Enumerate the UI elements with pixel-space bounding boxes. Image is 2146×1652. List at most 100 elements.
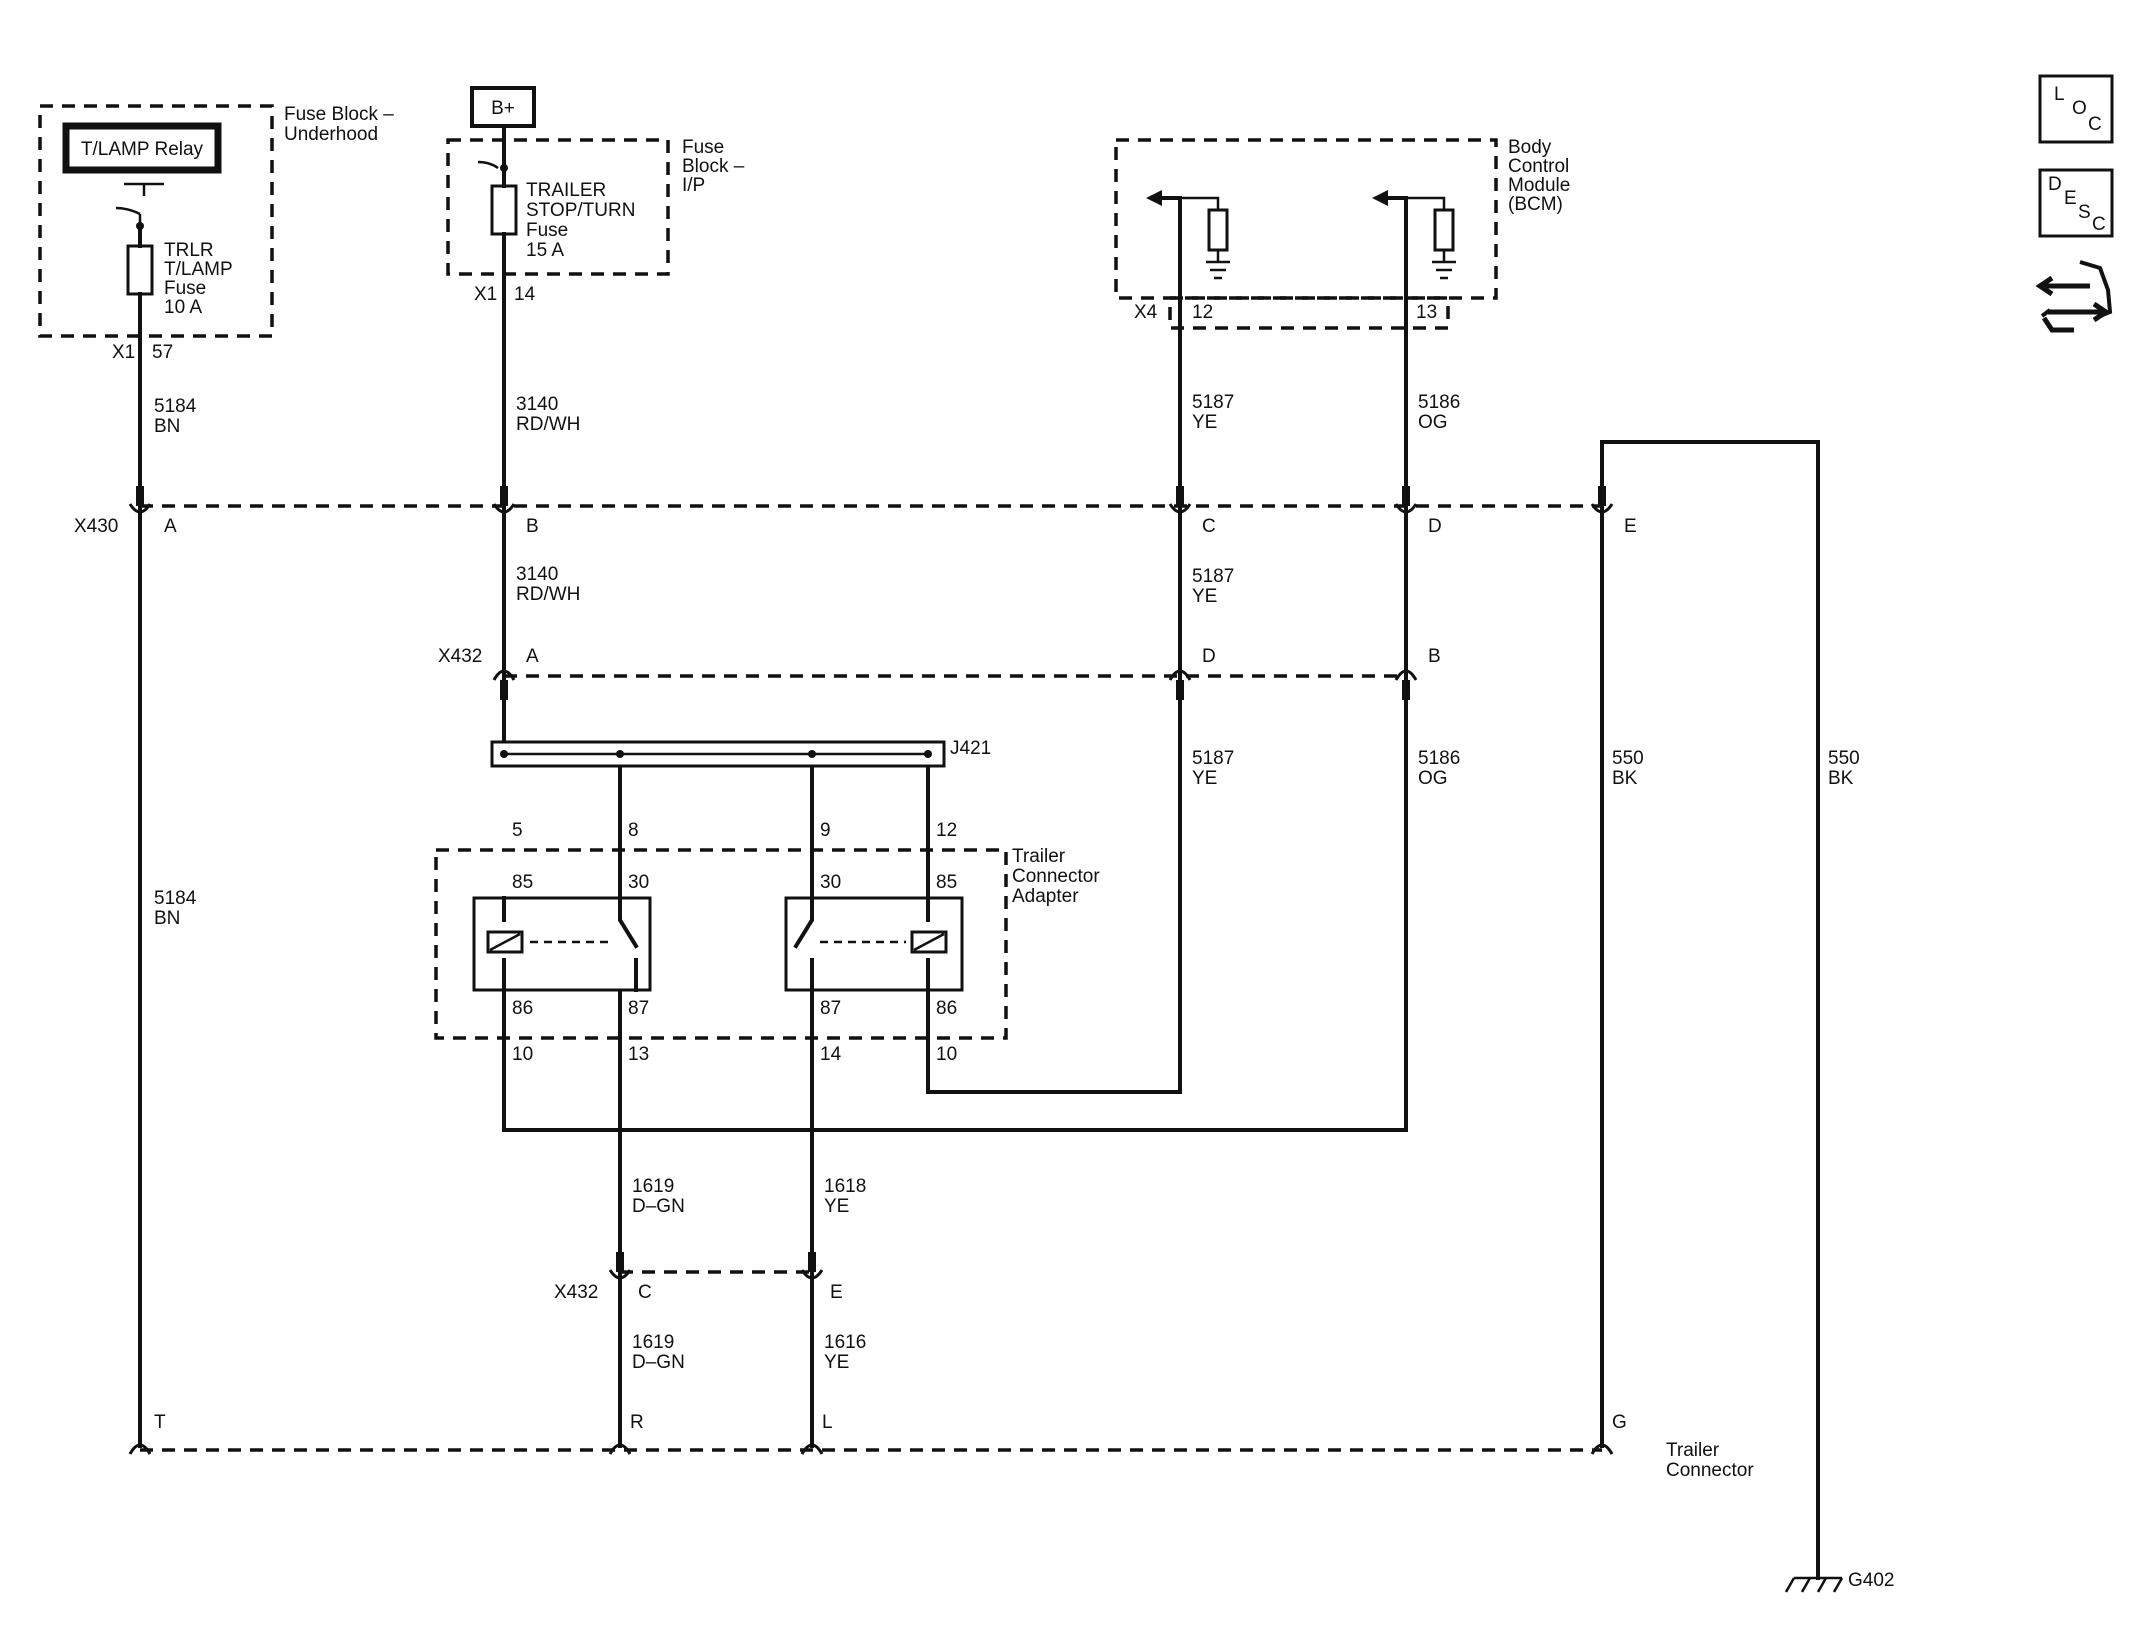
connector-x432-upper: X432 A D B [438,646,1441,700]
ground-g402: G402 [1784,1570,1894,1593]
connector-x432-lower: X432 C E [554,1252,843,1303]
w550-circuit-1: 550 [1612,748,1644,769]
x432-upper-pin-d: D [1202,646,1216,667]
adapter-pin-10a: 10 [512,1044,533,1065]
adapter-pin-5: 5 [512,820,523,841]
loc-letter-l: L [2054,84,2065,105]
x1-ip-pin: 14 [514,284,536,305]
w1619-circuit-2: 1619 [632,1332,674,1353]
x430-pin-d: D [1428,516,1442,537]
w5184-color-1: BN [154,416,180,437]
w5186-circuit-1: 5186 [1418,392,1460,413]
wire-runs [138,124,1820,1580]
x432-upper-pin-a: A [526,646,539,667]
relay1-pin-85: 85 [512,872,533,893]
adapter-label-3: Adapter [1012,886,1079,907]
trailer-stop-turn-fuse-label-1: TRAILER [526,180,606,201]
w1616-circuit: 1616 [824,1332,866,1353]
adapter-label-1: Trailer [1012,846,1066,867]
w5184-circuit-1: 5184 [154,396,197,417]
trlr-tlamp-fuse-label-1: TRLR [164,240,214,261]
loc-button[interactable]: L O C [2038,74,2114,144]
relay1-pin-30: 30 [628,872,649,893]
bcm-label-2: Control [1508,156,1569,177]
tlamp-relay-box [62,122,222,174]
trlr-tlamp-fuse-label-3: Fuse [164,278,206,299]
fuse-block-ip: B+ Fuse Block – I/P TRAILER STOP/TURN Fu… [446,86,745,305]
w3140-color-1: RD/WH [516,414,580,435]
trailer-connector-label-1: Trailer [1666,1440,1720,1461]
w550-color-1: BK [1612,768,1638,789]
adapter-pin-8: 8 [628,820,639,841]
desc-letter-s: S [2078,202,2091,223]
w550-color-2: BK [1828,768,1854,789]
w3140-circuit-1: 3140 [516,394,558,415]
w1619-color-1: D–GN [632,1196,685,1217]
w5187-color-1: YE [1192,412,1217,433]
j421-label: J421 [950,738,991,759]
x432-upper-pin-b: B [1428,646,1441,667]
bcm-label-3: Module [1508,175,1570,196]
trlr-tlamp-fuse-icon [126,244,154,296]
bcm-label-4: (BCM) [1508,194,1563,215]
x4-pin-12: 12 [1192,302,1213,323]
bplus-box [470,86,536,128]
wire-labels: 5184 BN 5184 BN 3140 RD/WH 3140 RD/WH 51… [154,392,1860,1373]
body-control-module: Body Control Module (BCM) X4 12 13 [1114,137,1570,330]
x432-upper-name: X432 [438,646,482,667]
w550-circuit-2: 550 [1828,748,1860,769]
trailer-pin-t: T [154,1412,166,1433]
loc-letter-o: O [2072,98,2087,119]
w5186-color-2: OG [1418,768,1448,789]
connector-swap-icon[interactable] [2035,260,2113,333]
relay2-pin-30: 30 [820,872,841,893]
w5184-color-2: BN [154,908,180,929]
bplus-label: B+ [491,98,515,119]
desc-button[interactable]: D E S C [2038,168,2114,238]
adapter-pin-13: 13 [628,1044,649,1065]
trailer-connector: T R L G Trailer Connector [128,1412,1754,1481]
x430-pin-c: C [1202,516,1216,537]
w3140-circuit-2: 3140 [516,564,558,585]
w5187-color-2: YE [1192,586,1217,607]
relay-1: 85 30 86 87 [472,872,652,1019]
x432-lower-name: X432 [554,1282,598,1303]
relay2-pin-85: 85 [936,872,957,893]
fuse-block-ip-label-1: Fuse [682,137,724,158]
trailer-connector-adapter: Trailer Connector Adapter 5 8 9 12 10 13… [434,820,1100,1065]
connector-x430: X430 A B C D E [74,486,1637,537]
w1618-color: YE [824,1196,849,1217]
tlamp-relay-label: T/LAMP Relay [81,139,204,160]
desc-letter-e: E [2064,188,2077,209]
trailer-stop-turn-fuse-label-2: STOP/TURN [526,200,635,221]
x430-pin-b: B [526,516,539,537]
fuse-block-ip-label-3: I/P [682,175,705,196]
fuse-block-underhood-label-1: Fuse Block – [284,104,394,125]
w1618-circuit: 1618 [824,1176,866,1197]
trailer-pin-g: G [1612,1412,1627,1433]
bcm-label-1: Body [1508,137,1552,158]
trailer-stop-turn-fuse-label-4: 15 A [526,240,564,261]
w1619-color-2: D–GN [632,1352,685,1373]
x1-underhood-pin: 57 [152,342,173,363]
x432-lower-pin-e: E [830,1282,843,1303]
relay2-pin-86: 86 [936,998,957,1019]
x430-pin-a: A [164,516,177,537]
j421-splice: J421 [490,738,991,768]
w5184-circuit-2: 5184 [154,888,197,909]
x1-underhood-name: X1 [112,342,135,363]
w5187-circuit-3: 5187 [1192,748,1234,769]
fuse-block-underhood: Fuse Block – Underhood T/LAMP Relay TRLR… [38,104,394,363]
w5187-circuit-1: 5187 [1192,392,1234,413]
adapter-label-2: Connector [1012,866,1100,887]
w3140-color-2: RD/WH [516,584,580,605]
x1-ip-name: X1 [474,284,497,305]
trailer-stop-turn-fuse-icon [490,184,518,236]
desc-letter-d: D [2048,174,2062,195]
trailer-pin-l: L [822,1412,833,1433]
x4-pin-13: 13 [1416,302,1437,323]
w5186-circuit-2: 5186 [1418,748,1460,769]
adapter-pin-9: 9 [820,820,831,841]
